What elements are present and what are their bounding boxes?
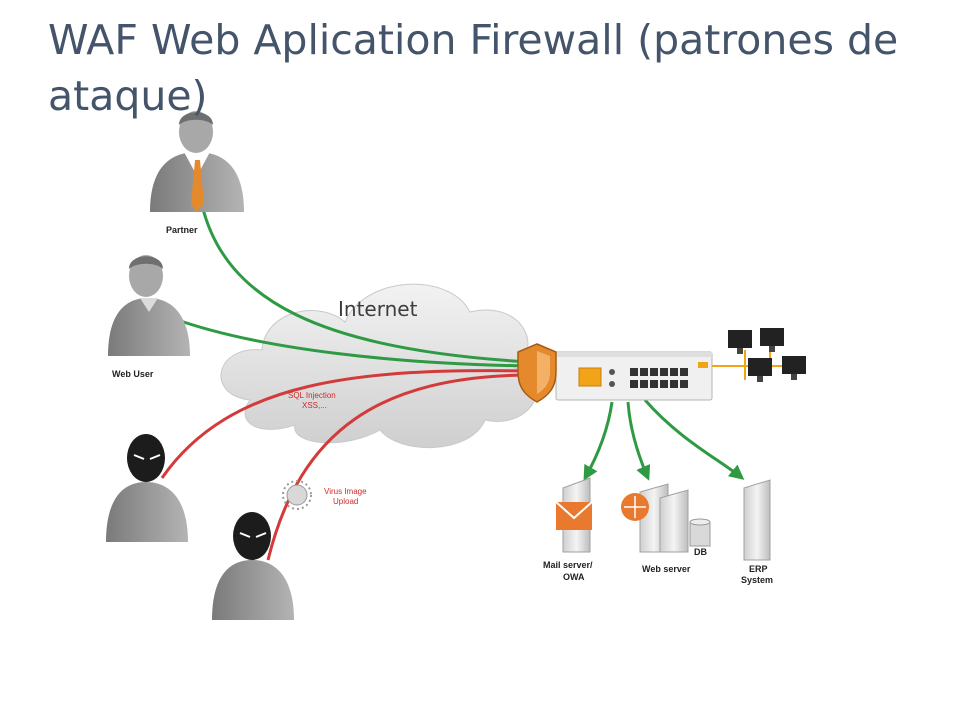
monitor-icon: [728, 330, 752, 354]
xss-label: XSS,...: [302, 401, 327, 410]
waf-appliance-icon: [555, 351, 713, 401]
mail-server-connection: [583, 401, 614, 481]
partner-connection-line: [200, 204, 531, 364]
shield-icon: [517, 343, 557, 403]
owa-label: OWA: [563, 572, 585, 582]
web-user-connection-line: [171, 316, 531, 368]
db-label: DB: [694, 547, 707, 557]
cloud-label: Internet: [338, 297, 418, 321]
web-server-connection: [626, 401, 651, 481]
attacker-1-hooded-attacker-icon: [106, 434, 188, 542]
internal-network: [712, 328, 806, 382]
virus-icon: [282, 480, 312, 510]
system-label: System: [741, 575, 773, 585]
web-user-person-icon: [108, 255, 190, 356]
web-server-icon: [621, 483, 689, 553]
erp-server-icon: [743, 479, 771, 561]
attacker-2-attack-line: [266, 373, 531, 561]
monitor-icon: [748, 358, 772, 382]
virus-image-label: Virus Image: [324, 487, 367, 496]
mail-server-label: Mail server/: [543, 560, 593, 570]
monitor-icon: [760, 328, 784, 352]
database-icon: [689, 518, 711, 547]
monitor-icon: [782, 356, 806, 380]
attacker-2-hooded-attacker-icon: [212, 512, 294, 620]
slide-title: WAF Web Aplication Firewall (patrones de…: [48, 16, 899, 120]
attacker-1-attack-line: [160, 369, 531, 479]
partner-label: Partner: [166, 225, 198, 235]
web-user-label: Web User: [112, 369, 154, 379]
erp-label: ERP: [749, 564, 768, 574]
erp-server-connection: [643, 399, 745, 480]
mail-server-icon: [555, 477, 593, 553]
web-server-label: Web server: [642, 564, 691, 574]
connection-lines: [160, 204, 745, 561]
upload-label: Upload: [333, 497, 358, 506]
sql-injection-label: SQL Injection: [288, 391, 336, 400]
partner-person-icon: [150, 111, 244, 212]
